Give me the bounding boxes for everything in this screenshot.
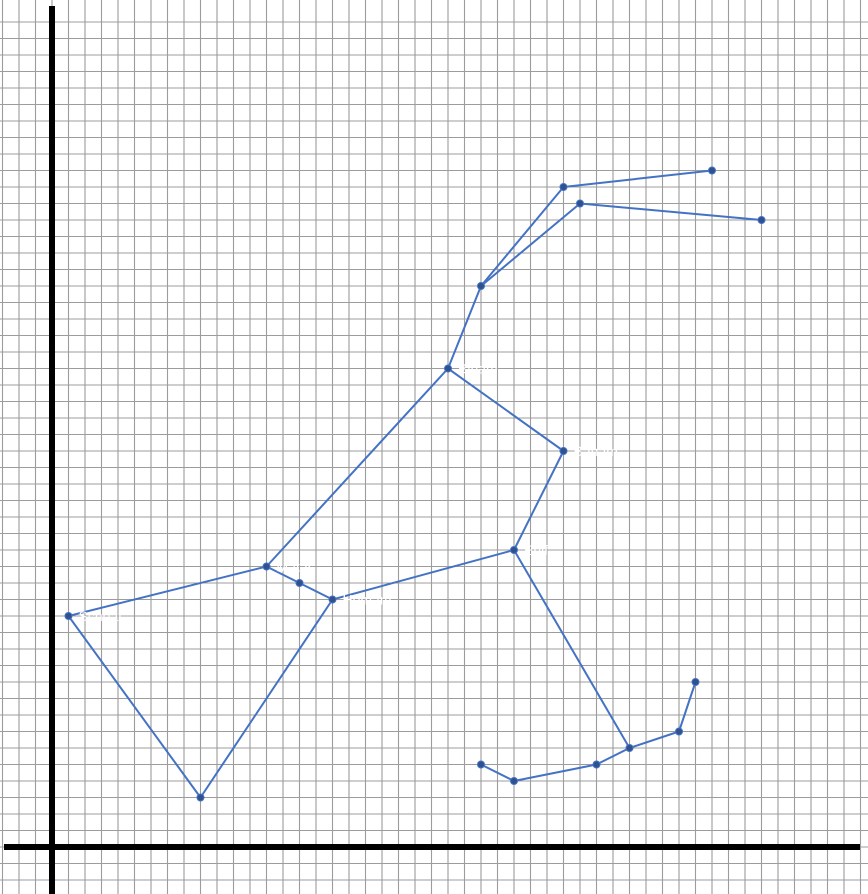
star-point	[592, 760, 601, 769]
star-label: Biham	[458, 361, 498, 377]
constellation-segment	[628, 730, 680, 749]
constellation-segment	[67, 615, 202, 799]
constellation-segment	[298, 582, 334, 601]
constellation-segment	[579, 202, 763, 221]
constellation-segment	[480, 186, 565, 287]
constellation-segment	[513, 549, 631, 749]
constellation-segment	[447, 285, 482, 370]
star-point	[559, 447, 568, 455]
star-point	[757, 216, 766, 224]
constellation-lines	[67, 169, 763, 799]
star-point	[510, 546, 518, 554]
constellation-segment	[265, 565, 301, 584]
constellation-segment	[331, 549, 515, 601]
constellation-segment	[595, 747, 631, 766]
star-point	[64, 612, 73, 620]
star-point	[328, 595, 337, 604]
star-point	[262, 562, 271, 571]
star-point	[675, 727, 683, 736]
star-points	[64, 166, 766, 802]
constellation-segment	[447, 367, 565, 452]
star-point	[295, 579, 304, 587]
constellation-segment	[480, 202, 581, 287]
star-point	[444, 364, 452, 373]
star-point	[559, 183, 568, 191]
constellation-segment	[513, 450, 565, 551]
star-label: Scheat	[79, 608, 123, 624]
constellation-segment	[265, 367, 449, 568]
star-point	[576, 199, 584, 208]
constellation-segment	[67, 565, 268, 617]
axes	[4, 6, 860, 894]
star-point	[196, 793, 205, 802]
star-point	[477, 760, 485, 769]
constellation-segment	[513, 763, 598, 782]
star-label: Homam	[343, 592, 392, 608]
star-point	[691, 678, 700, 686]
star-point	[477, 282, 485, 290]
star-label: Matar	[277, 559, 313, 575]
constellation-segment	[199, 598, 334, 799]
star-point	[625, 744, 634, 752]
star-point	[708, 166, 716, 175]
constellation-segment	[480, 763, 515, 782]
star-point	[510, 777, 518, 785]
constellation-segment	[678, 681, 697, 733]
star-label: Enif	[524, 542, 548, 558]
star-label: Baham	[574, 443, 618, 459]
constellation-segment	[562, 169, 713, 188]
